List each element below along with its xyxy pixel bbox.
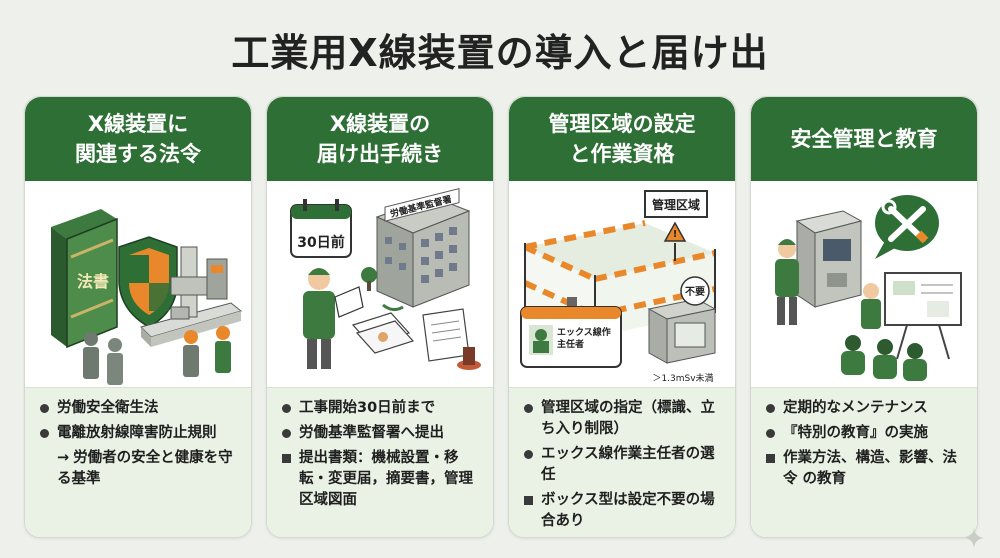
- bullet-list: 定期的なメンテナンス 『特別の教育』の実施 作業方法、構造、影響、法令 の教育: [765, 398, 969, 494]
- box-xray-icon: 不要 ＞1.3mSv未満: [647, 276, 717, 384]
- list-item: 電離放射線障害防止規則: [39, 423, 243, 444]
- shield-icon: [118, 236, 178, 328]
- list-item: →労働者の安全と健康を守る基準: [57, 450, 233, 487]
- card-header-line: 関連する法令: [75, 142, 201, 166]
- card-laws: X線装置に 関連する法令 法書: [24, 96, 252, 538]
- card-controlled-area: 管理区域の設定 と作業資格: [508, 96, 736, 538]
- whiteboard-icon: [884, 272, 962, 360]
- svg-text:!: !: [673, 229, 678, 240]
- id-card-icon: エックス線作 主任者: [520, 297, 622, 368]
- document-stack-icon: [351, 308, 481, 370]
- zone-sign-label: 管理区域: [652, 197, 700, 212]
- calendar-icon: 30日前: [290, 199, 352, 258]
- card-safety-education: 安全管理と教育: [750, 96, 978, 538]
- card-body: 労働安全衛生法 電離放射線障害防止規則 →労働者の安全と健康を守る基準: [25, 387, 251, 537]
- card-body: 管理区域の指定（標識、立ち入り制限） エックス線作業主任者の選任 ボックス型は設…: [509, 387, 735, 537]
- arrow-icon: →: [57, 450, 70, 466]
- list-item: 労働安全衛生法: [39, 398, 243, 419]
- controlled-area-illustration: 管理区域 ! エックス線作 主任者: [520, 190, 717, 384]
- maintenance-tools-icon: [875, 195, 939, 259]
- card-header-line: 安全管理と教育: [790, 127, 938, 151]
- book-label: 法書: [77, 272, 109, 291]
- bullet-list: 工事開始30日前まで 労働基準監督署へ提出 提出書類：機械設置・移転・変更届，摘…: [281, 398, 485, 515]
- card-header: 安全管理と教育: [751, 97, 977, 181]
- safety-education-illustration: [775, 195, 962, 381]
- card-header: 管理区域の設定 と作業資格: [509, 97, 735, 181]
- list-item: 『特別の教育』の実施: [765, 423, 969, 444]
- id-card-line: エックス線作: [557, 326, 611, 338]
- law-book-icon: 法書: [51, 209, 118, 349]
- worker-group-icon: [83, 326, 231, 385]
- controlled-area-sign: 管理区域 !: [644, 190, 708, 261]
- list-item: 提出書類：機械設置・移転・変更届，摘要書，管理区域図面: [281, 448, 485, 511]
- bullet-list: 労働安全衛生法 電離放射線障害防止規則 →労働者の安全と健康を守る基準: [39, 398, 243, 494]
- bullet-list: 管理区域の指定（標識、立ち入り制限） エックス線作業主任者の選任 ボックス型は設…: [523, 398, 727, 536]
- maintenance-machine-icon: [775, 210, 863, 325]
- card-body: 定期的なメンテナンス 『特別の教育』の実施 作業方法、構造、影響、法令 の教育: [751, 387, 977, 537]
- list-item: 定期的なメンテナンス: [765, 398, 969, 419]
- card-header-line: X線装置に: [87, 112, 189, 136]
- list-item: 管理区域の指定（標識、立ち入り制限）: [523, 398, 727, 440]
- notification-illustration: 30日前 労働基準監督署: [290, 188, 481, 370]
- xray-machine-icon: [140, 246, 243, 347]
- card-header: X線装置に 関連する法令: [25, 97, 251, 181]
- sparkle-icon: [964, 528, 984, 548]
- page-title: 工業用X線装置の導入と届け出: [231, 31, 769, 75]
- card-body: 工事開始30日前まで 労働基準監督署へ提出 提出書類：機械設置・移転・変更届，摘…: [267, 387, 493, 537]
- list-item: ボックス型は設定不要の場合あり: [523, 490, 727, 532]
- list-item: 工事開始30日前まで: [281, 398, 485, 419]
- id-card-line: 主任者: [557, 338, 584, 350]
- list-item: 労働基準監督署へ提出: [281, 423, 485, 444]
- unneeded-label: 不要: [685, 286, 705, 298]
- list-item: エックス線作業主任者の選任: [523, 444, 727, 486]
- card-header-line: と作業資格: [569, 142, 675, 166]
- dose-label: ＞1.3mSv未満: [652, 372, 713, 384]
- card-header-line: 管理区域の設定: [548, 112, 696, 136]
- worker-icon: [303, 268, 364, 369]
- calendar-label: 30日前: [297, 234, 344, 251]
- list-item: 作業方法、構造、影響、法令 の教育: [765, 448, 969, 490]
- law-book-xray-illustration: 法書: [51, 209, 243, 385]
- trainee-group-icon: [841, 283, 927, 381]
- card-header-line: X線装置の: [329, 112, 431, 136]
- card-header: X線装置の 届け出手続き: [267, 97, 493, 181]
- arrow-icon: [382, 303, 404, 312]
- building-icon: 労働基準監督署: [361, 188, 471, 308]
- card-header-line: 届け出手続き: [317, 142, 443, 166]
- card-notification: X線装置の 届け出手続き 30日前 労働基準監督署: [266, 96, 494, 538]
